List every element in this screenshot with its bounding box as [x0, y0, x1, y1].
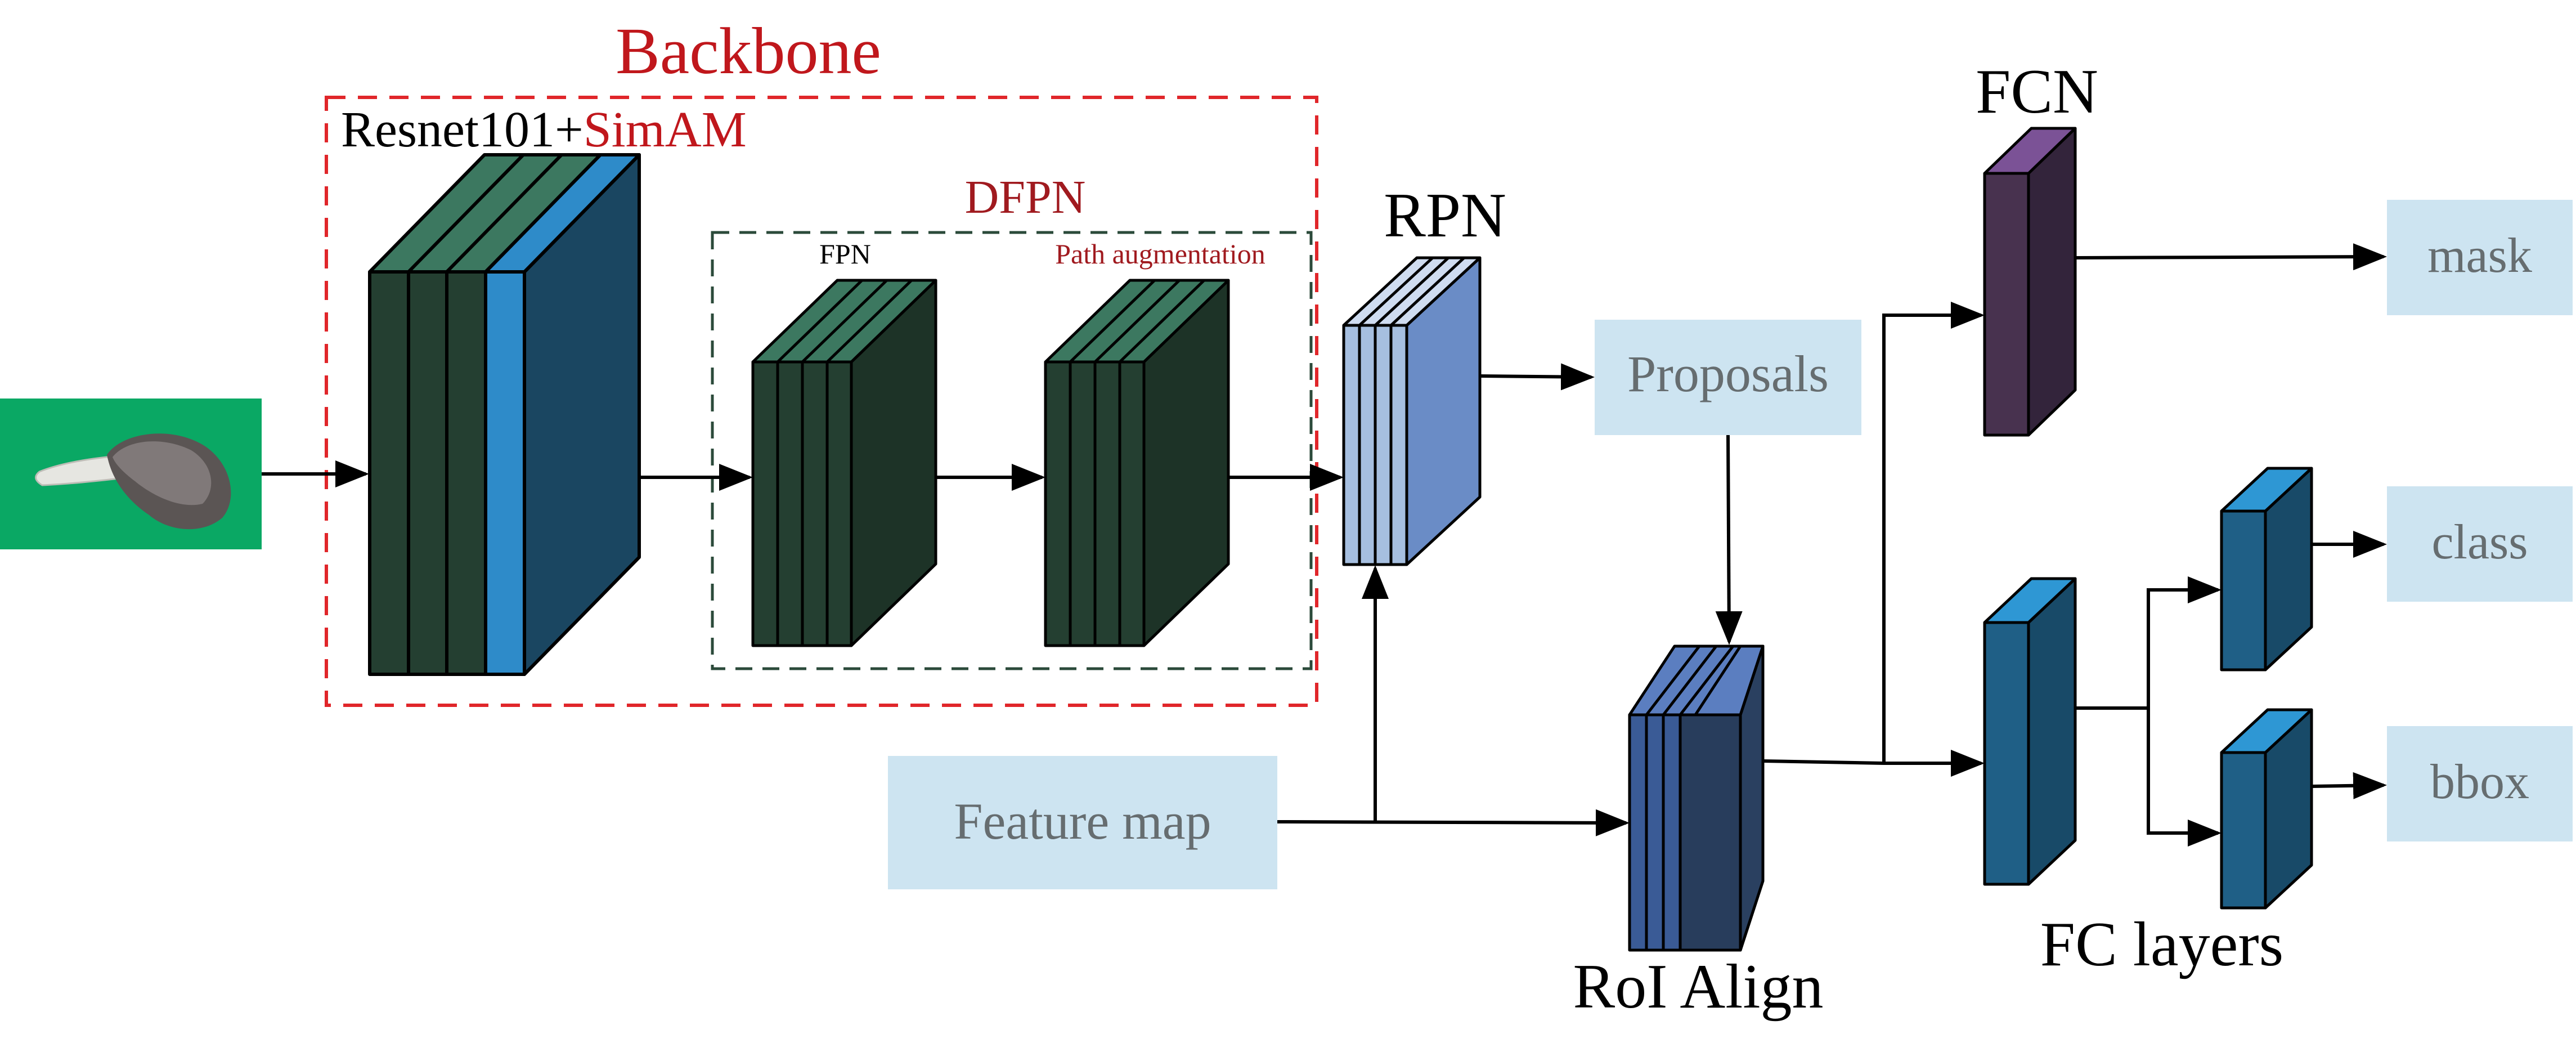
fc-block-main [1983, 577, 2077, 886]
arrow-split-to-class [2147, 576, 2222, 708]
fc-layers-label: FC layers [2040, 910, 2283, 979]
backbone-resnet-block [368, 153, 641, 676]
roi-align-block [1628, 644, 1765, 952]
bbox-label: bbox [2430, 755, 2529, 809]
class-label: class [2431, 515, 2528, 570]
fcn-block [1983, 127, 2077, 437]
path-augmentation-label: Path augmentation [1055, 238, 1265, 270]
mask-label: mask [2427, 229, 2532, 283]
rpn-label: RPN [1384, 181, 1506, 250]
dfpn-title: DFPN [965, 171, 1086, 223]
arrow-branch-to-fcn [1882, 302, 1985, 763]
feature-map-box: Feature map [888, 756, 1277, 889]
dfpn-box [711, 231, 1313, 670]
line-roi-to-branch [1762, 750, 1985, 777]
proposals-label: Proposals [1627, 345, 1829, 402]
arrow-rpn-to-proposals [1479, 363, 1595, 391]
class-output-box: class [2387, 486, 2573, 602]
arrow-proposals-to-roi [1715, 435, 1743, 645]
arrow-split-to-bbox [2147, 708, 2222, 847]
rpn-block [1342, 256, 1482, 566]
arrow-fcn-to-mask [2075, 243, 2387, 271]
path-augmentation-block [1044, 279, 1230, 647]
fpn-block [751, 279, 937, 647]
fc-block-class [2220, 467, 2313, 671]
backbone-title: Backbone [616, 14, 881, 88]
connectors [262, 243, 2387, 847]
mask-output-box: mask [2387, 200, 2573, 315]
backbone-box [325, 96, 1318, 707]
feature-map-label: Feature map [954, 793, 1211, 850]
backbone-model-label: Resnet101+SimAM [341, 102, 747, 158]
arrow-bbox-fc-to-bbox [2311, 772, 2387, 799]
roi-align-label: RoI Align [1573, 952, 1824, 1022]
input-image [0, 399, 262, 549]
mushroom-photo-icon [35, 433, 231, 530]
fcn-label: FCN [1976, 57, 2098, 127]
arrow-featuremap-to-roi [1277, 809, 1630, 836]
proposals-box: Proposals [1595, 320, 1861, 435]
bbox-output-box: bbox [2387, 726, 2573, 841]
fc-block-bbox [2220, 708, 2313, 910]
fpn-label: FPN [819, 238, 871, 270]
